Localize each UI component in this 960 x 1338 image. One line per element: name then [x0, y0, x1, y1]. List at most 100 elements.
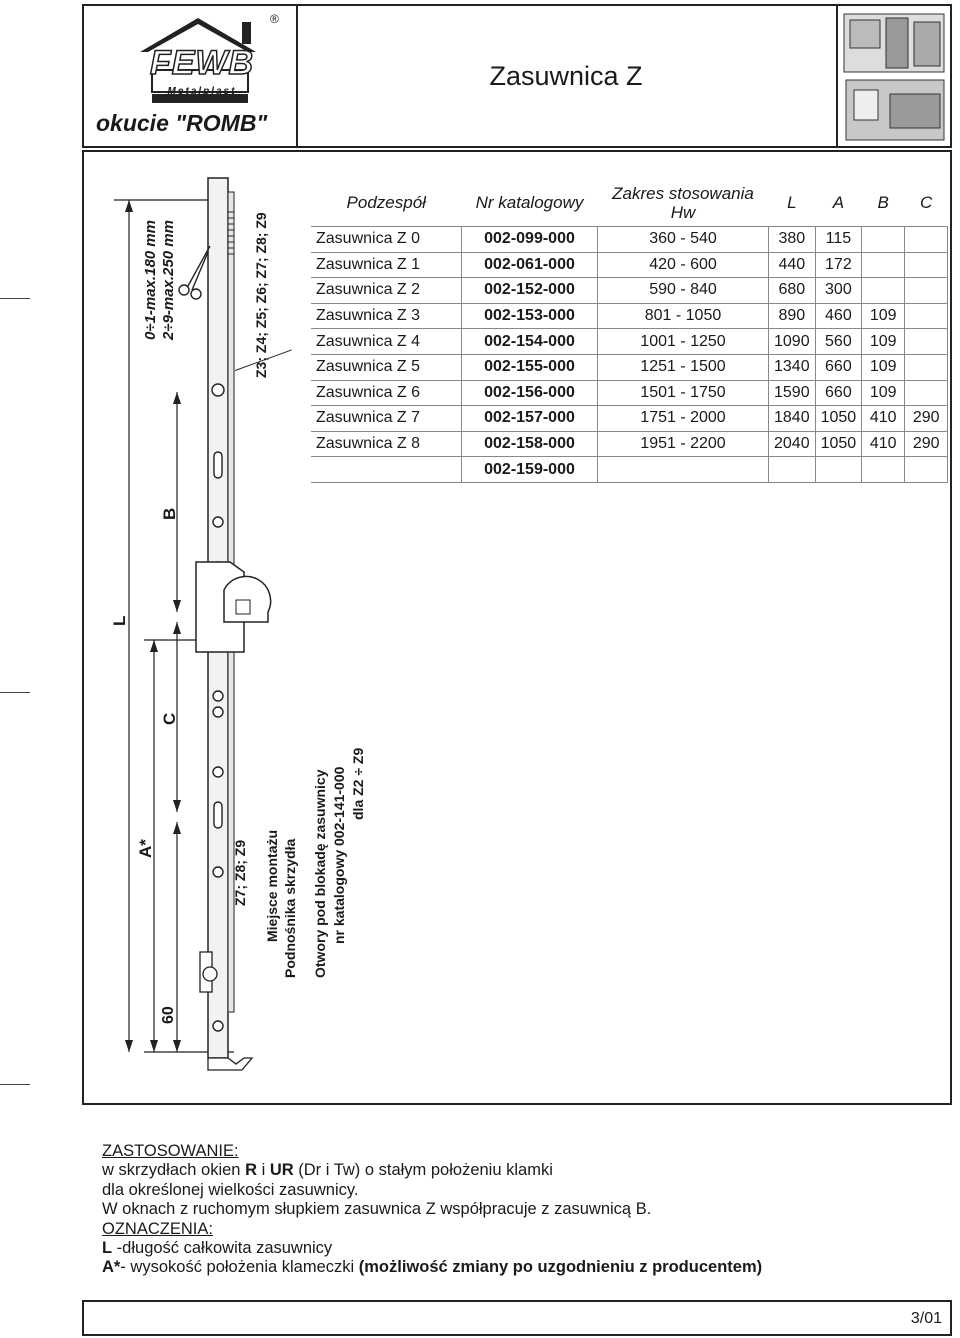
table-cell-l [768, 456, 816, 483]
table-cell-b: 410 [861, 430, 906, 458]
table-cell-hw: 1251 - 1500 [597, 353, 769, 381]
table-row: 002-159-000 [311, 456, 949, 483]
table-cell-c [904, 379, 949, 407]
table-cell-a: 115 [814, 226, 863, 253]
table-cell-pod: Zasuwnica Z 3 [311, 302, 462, 330]
label-z7-z9: Z7; Z8; Z9 [232, 839, 248, 906]
dim-60-label: 60 [160, 1006, 177, 1024]
brand-logo-house-icon [140, 18, 256, 103]
table-cell-pod [311, 456, 462, 483]
table-cell-l: 2040 [768, 430, 816, 458]
table-cell-c [904, 251, 949, 279]
table-cell-hw: 360 - 540 [597, 226, 769, 253]
table-cell-pod: Zasuwnica Z 1 [311, 251, 462, 279]
table-cell-nr: 002-153-000 [461, 302, 598, 330]
brand-sub-text: Metalplast [167, 86, 237, 97]
table-cell-a: 660 [814, 379, 863, 407]
note-line-2: dla określonej wielkości zasuwnicy. [102, 1180, 359, 1199]
table-cell-c [904, 226, 949, 253]
table-cell-nr: 002-154-000 [461, 328, 598, 355]
table-cell-b: 109 [861, 302, 906, 330]
note-bold-r: R [245, 1161, 257, 1180]
table-cell-c [904, 328, 949, 355]
table-cell-pod: Zasuwnica Z 4 [311, 328, 462, 355]
brand-logo-text: FEWB [149, 43, 255, 83]
note-a-def: A*- wysokość położenia klameczki (możliw… [102, 1258, 762, 1277]
table-cell-hw: 1501 - 1750 [597, 379, 769, 407]
table-cell-hw: 801 - 1050 [597, 302, 769, 330]
table-cell-l: 1840 [768, 405, 816, 432]
table-header-row: Podzespół Nr katalogowy Zakres stosowani… [311, 180, 948, 227]
table-cell-a [814, 456, 863, 483]
note-text: w skrzydłach okien [102, 1161, 246, 1180]
table-cell-a: 1050 [814, 405, 863, 432]
table-cell-c: 290 [904, 405, 949, 432]
table-cell-hw [597, 456, 769, 483]
table-cell-hw: 590 - 840 [597, 277, 769, 304]
col-header-B: B [877, 193, 889, 212]
table-cell-a: 300 [814, 277, 863, 304]
table-cell-nr: 002-156-000 [461, 379, 598, 407]
table-cell-c: 290 [904, 430, 949, 458]
table-cell-hw: 1001 - 1250 [597, 328, 769, 355]
table-cell-pod: Zasuwnica Z 5 [311, 353, 462, 381]
margin-tick [0, 1084, 30, 1085]
table-cell-c [904, 277, 949, 304]
brand-line: okucie "ROMB" [96, 110, 268, 136]
table-cell-hw: 1751 - 2000 [597, 405, 769, 432]
col-header-C: C [920, 193, 933, 212]
table-cell-b: 410 [861, 405, 906, 432]
table-cell-hw: 1951 - 2200 [597, 430, 769, 458]
dim-C-label: C [160, 712, 179, 725]
footer-frame: 3/01 [82, 1300, 952, 1336]
table-cell-pod: Zasuwnica Z 6 [311, 379, 462, 407]
header-frame: FEWB Metalplast ® okucie "ROMB" Zasuwnic… [82, 4, 952, 148]
table-cell-pod: Zasuwnica Z 7 [311, 405, 462, 432]
label-montaz-line2: Podnośnika skrzydła [282, 838, 298, 978]
main-frame [82, 150, 952, 1105]
margin-tick [0, 298, 30, 299]
spec-table: Podzespół Nr katalogowy Zakres stosowani… [311, 180, 949, 483]
table-cell-l: 380 [768, 226, 816, 253]
oznaczenia-heading: OZNACZENIA: [102, 1219, 213, 1238]
note-line-3: W oknach z ruchomym słupkiem zasuwnica Z… [102, 1200, 652, 1219]
cut-label: Z3; Z4; Z5; Z6; Z7; Z8; Z9 [253, 212, 269, 378]
table-cell-a: 1050 [814, 430, 863, 458]
range-label-2: 2÷9-max.250 mm [160, 220, 177, 340]
label-otwory-line1: Otwory pod blokadę zasuwnicy [312, 769, 328, 978]
page-number: 3/01 [910, 1310, 942, 1327]
label-otwory-line3: dla Z2 ÷ Z9 [350, 747, 366, 820]
zastosowanie-heading: ZASTOSOWANIE: [102, 1142, 239, 1160]
dim-L-label: L [110, 615, 129, 626]
label-otwory-line2: nr katalogowy 002-141-000 [331, 766, 347, 944]
note-key-a: A* [102, 1258, 121, 1277]
table-cell-nr: 002-152-000 [461, 277, 598, 304]
table-cell-a: 660 [814, 353, 863, 381]
table-cell-c [904, 353, 949, 381]
table-cell-b [861, 277, 906, 304]
table-cell-nr: 002-157-000 [461, 405, 598, 432]
col-header-podzespol: Podzespół [346, 193, 426, 212]
table-cell-nr: 002-099-000 [461, 226, 598, 253]
note-key-l: L [102, 1239, 113, 1258]
col-header-L: L [787, 193, 797, 212]
note-line-1: w skrzydłach okien R i UR (Dr i Tw) o st… [102, 1161, 762, 1180]
table-cell-l: 1340 [768, 353, 816, 381]
table-cell-b: 109 [861, 328, 906, 355]
table-cell-l: 1090 [768, 328, 816, 355]
table-cell-pod: Zasuwnica Z 2 [311, 277, 462, 304]
margin-tick [0, 692, 30, 693]
dim-B-label: B [160, 507, 179, 520]
note-text: (Dr i Tw) o stałym położeniu klamki [293, 1161, 553, 1180]
table-cell-b [861, 456, 906, 483]
table-cell-c [904, 456, 949, 483]
table-cell-nr: 002-159-000 [461, 456, 598, 483]
table-cell-a: 172 [814, 251, 863, 279]
